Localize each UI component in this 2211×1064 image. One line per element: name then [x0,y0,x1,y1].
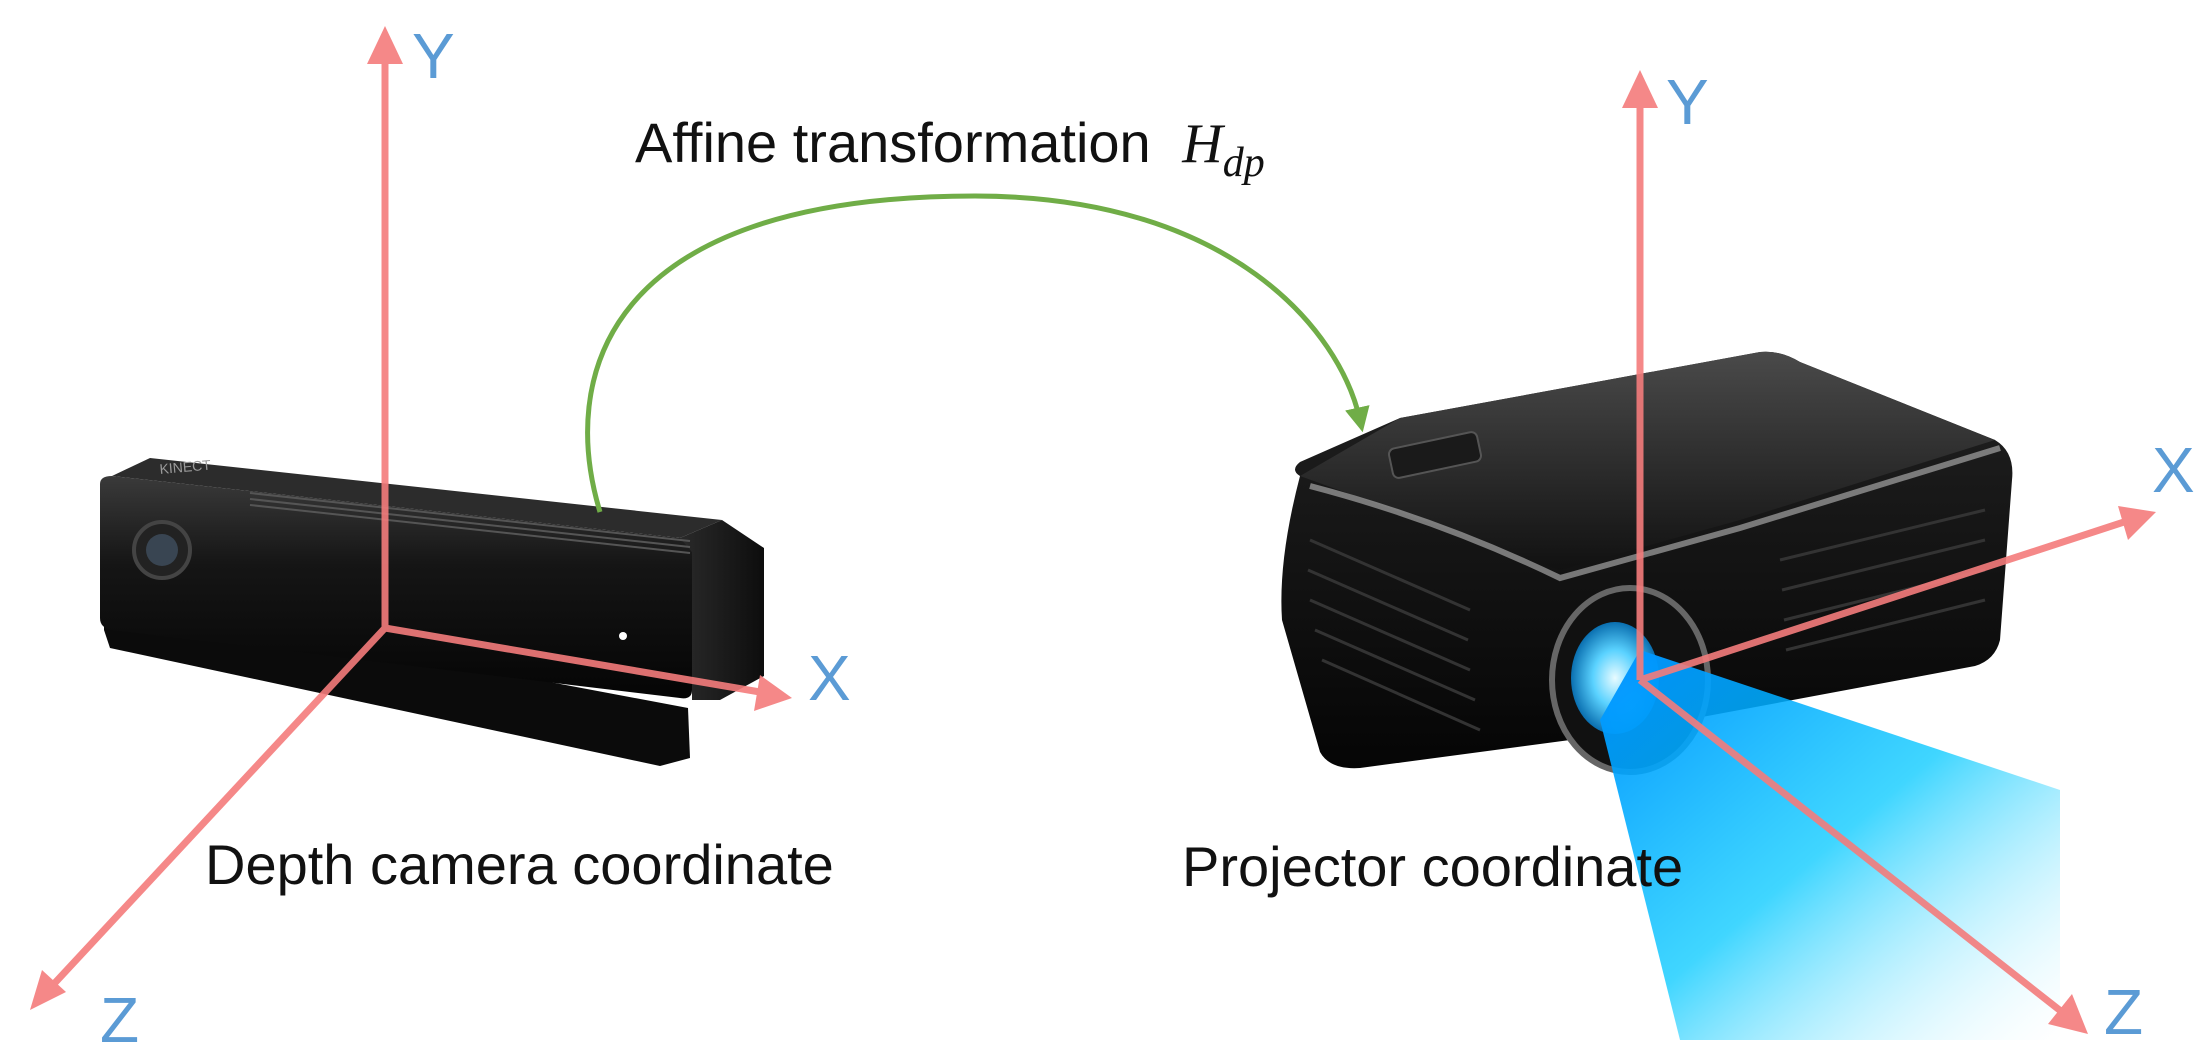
projector-x-label: X [2152,434,2195,506]
projector-axes [1622,70,2156,1034]
projector-beam [1600,650,2060,1040]
projector-z-arrowhead [2048,994,2088,1034]
depth-camera-image: KINECT [100,457,764,766]
projector-y-label: Y [1666,66,1709,138]
transform-subscript: dp [1223,140,1265,186]
projector-image [1281,351,2060,1040]
projector-x-axis [1638,518,2126,684]
projector-z-axis [1637,677,2065,1015]
camera-y-label: Y [412,20,455,92]
transform-symbol: H [1181,113,1225,175]
transform-label: Affine transformation Hdp [635,111,1265,186]
camera-y-arrowhead [367,26,403,64]
projector-caption: Projector coordinate [1182,835,1683,898]
camera-z-axis [49,625,388,989]
projector-x-arrowhead [2118,506,2156,540]
camera-x-arrowhead [754,675,792,711]
kinect-brand-text: KINECT [159,457,212,477]
camera-x-label: X [808,642,851,714]
camera-z-arrowhead [30,970,66,1010]
transform-arrow [585,193,1370,513]
camera-axes [30,26,792,1010]
transform-label-text: Affine transformation [635,111,1151,174]
camera-x-axis [384,624,761,696]
projector-z-label: Z [2104,976,2143,1048]
depth-camera-caption: Depth camera coordinate [205,833,834,896]
projector-y-arrowhead [1622,70,1658,108]
camera-z-label: Z [100,984,139,1056]
